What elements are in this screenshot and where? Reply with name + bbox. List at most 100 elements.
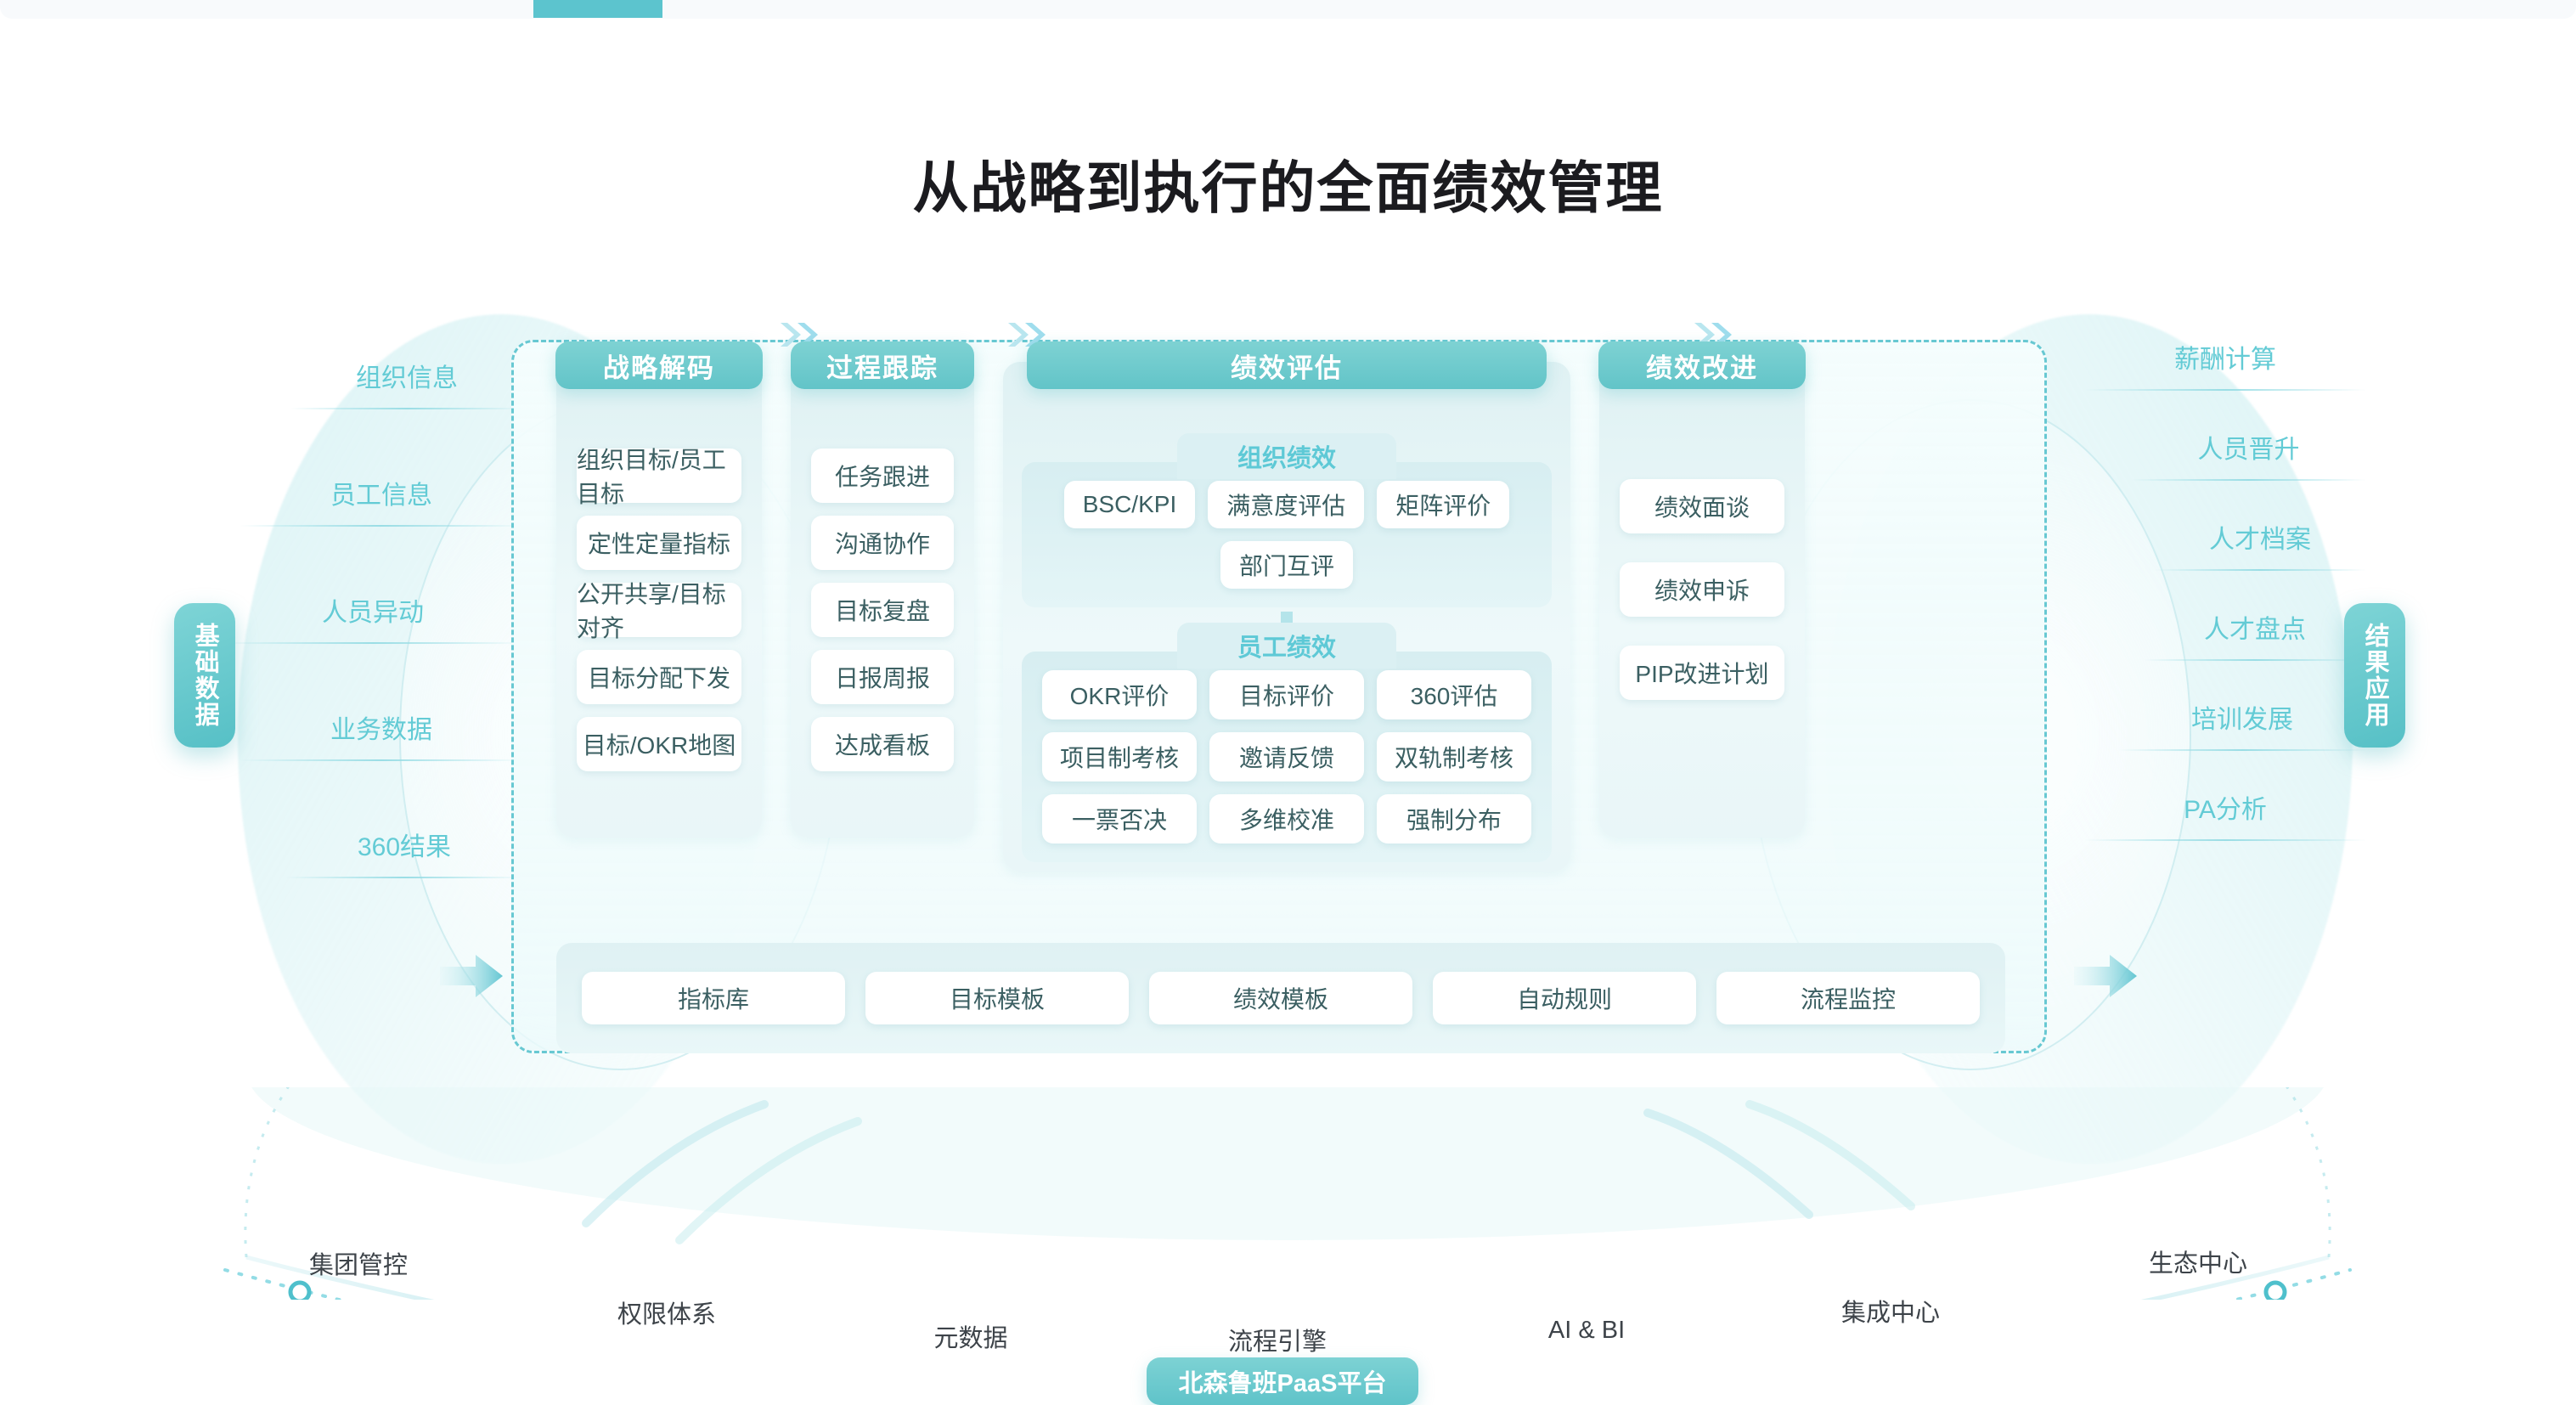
feature-chip[interactable]: 公开共享/目标对齐 xyxy=(577,581,741,641)
tool-chip[interactable]: 流程监控 xyxy=(1716,972,1980,1024)
feature-chip[interactable]: 目标评价 xyxy=(1209,670,1364,719)
underline-divider xyxy=(2144,659,2366,661)
list-item[interactable]: 人员晋升 xyxy=(2119,428,2378,494)
paas-platform-badge[interactable]: 北森鲁班PaaS平台 xyxy=(1147,1357,1418,1405)
feature-chip[interactable]: 部门互评 xyxy=(1220,541,1353,589)
arc-node-label[interactable]: 生态中心 xyxy=(2148,1250,2248,1278)
feature-chip[interactable]: 项目制考核 xyxy=(1042,732,1197,781)
active-tab-indicator[interactable] xyxy=(533,0,662,18)
top-strip xyxy=(0,0,2576,19)
subsection-title: 组织绩效 xyxy=(1177,433,1396,479)
column-title: 过程跟踪 xyxy=(791,341,974,389)
arc-node-label[interactable]: 权限体系 xyxy=(617,1301,717,1329)
list-item[interactable]: 薪酬计算 xyxy=(2072,338,2378,404)
column-chip-list: 组织目标/员工目标 定性定量指标 公开共享/目标对齐 目标分配下发 目标/OKR… xyxy=(556,415,762,771)
underline-divider xyxy=(223,642,523,644)
arc-node-label[interactable]: 流程引擎 xyxy=(1227,1329,1327,1356)
result-application-badge[interactable]: 结果应用 xyxy=(2344,603,2405,748)
tool-chip[interactable]: 自动规则 xyxy=(1433,972,1696,1024)
side-item-label: 人才盘点 xyxy=(2204,616,2306,644)
list-item[interactable]: 360结果 xyxy=(273,826,535,892)
side-item-label: 人员异动 xyxy=(322,599,424,627)
underline-divider xyxy=(2131,479,2366,481)
side-item-label: 培训发展 xyxy=(2191,706,2293,734)
column-process-tracking: 过程跟踪 任务跟进 沟通协作 目标复盘 日报周报 达成看板 xyxy=(791,341,974,838)
column-strategy-decoding: 战略解码 组织目标/员工目标 定性定量指标 公开共享/目标对齐 目标分配下发 目… xyxy=(555,341,763,838)
column-title: 绩效评估 xyxy=(1027,341,1547,389)
arc-node-label[interactable]: 元数据 xyxy=(933,1325,1008,1352)
column-chip-list: 任务跟进 沟通协作 目标复盘 日报周报 达成看板 xyxy=(791,415,974,771)
feature-chip[interactable]: 绩效申诉 xyxy=(1620,562,1784,617)
list-item[interactable]: 业务数据 xyxy=(228,708,535,775)
feature-chip[interactable]: 矩阵评价 xyxy=(1377,481,1510,528)
feature-chip[interactable]: 目标/OKR地图 xyxy=(577,717,741,771)
side-item-label: 业务数据 xyxy=(330,716,432,744)
feature-chip[interactable]: PIP改进计划 xyxy=(1620,646,1784,700)
subsection-employee-performance: 员工绩效 OKR评价 目标评价 360评估 项目制考核 邀请反馈 双轨制考核 一… xyxy=(1022,623,1552,862)
side-item-label: 人才档案 xyxy=(2209,526,2311,554)
side-item-label: 薪酬计算 xyxy=(2174,346,2276,374)
column-performance-evaluation: 绩效评估 组织绩效 BSC/KPI 满意度评估 矩阵评价 部门互评 员工绩效 O… xyxy=(1003,341,1570,872)
base-data-list: 组织信息 员工信息 人员异动 业务数据 360结果 xyxy=(223,357,535,943)
subsection-organization-performance: 组织绩效 BSC/KPI 满意度评估 矩阵评价 部门互评 xyxy=(1022,433,1552,607)
feature-chip[interactable]: 定性定量指标 xyxy=(577,516,741,570)
feature-chip[interactable]: 双轨制考核 xyxy=(1377,732,1531,781)
column-title: 绩效改进 xyxy=(1598,341,1806,389)
side-item-label: 组织信息 xyxy=(356,364,458,392)
list-item[interactable]: 人才盘点 xyxy=(2132,608,2378,674)
feature-chip[interactable]: 目标分配下发 xyxy=(577,650,741,704)
underline-divider xyxy=(2118,749,2366,751)
column-performance-improvement: 绩效改进 绩效面谈 绩效申诉 PIP改进计划 xyxy=(1598,341,1806,838)
base-data-badge[interactable]: 基础数据 xyxy=(174,603,235,748)
arrow-right-icon xyxy=(2074,955,2137,997)
underline-divider xyxy=(2084,389,2366,391)
underline-divider xyxy=(285,877,523,878)
side-item-label: 员工信息 xyxy=(330,482,432,510)
feature-chip[interactable]: 目标复盘 xyxy=(811,583,954,637)
side-item-label: 人员晋升 xyxy=(2197,436,2300,464)
list-item[interactable]: 人员异动 xyxy=(211,591,535,657)
arrow-right-icon xyxy=(440,955,503,997)
feature-chip[interactable]: 沟通协作 xyxy=(811,516,954,570)
list-item[interactable]: 人才档案 xyxy=(2142,518,2378,584)
feature-chip[interactable]: 360评估 xyxy=(1377,670,1531,719)
feature-chip[interactable]: 一票否决 xyxy=(1042,794,1197,844)
feature-chip[interactable]: 任务跟进 xyxy=(811,449,954,503)
list-item[interactable]: 培训发展 xyxy=(2106,698,2378,765)
feature-chip[interactable]: 日报周报 xyxy=(811,650,954,704)
platform-tools-bar: 指标库 目标模板 绩效模板 自动规则 流程监控 xyxy=(556,943,2005,1053)
list-item[interactable]: 员工信息 xyxy=(228,474,535,540)
underline-divider xyxy=(2084,839,2366,841)
feature-chip[interactable]: 邀请反馈 xyxy=(1209,732,1364,781)
tool-chip[interactable]: 绩效模板 xyxy=(1149,972,1412,1024)
column-chip-list: 绩效面谈 绩效申诉 PIP改进计划 xyxy=(1599,415,1805,700)
list-item[interactable]: PA分析 xyxy=(2072,788,2378,855)
arc-node-label[interactable]: 集成中心 xyxy=(1840,1300,1941,1327)
underline-divider xyxy=(240,525,523,527)
result-application-list: 薪酬计算 人员晋升 人才档案 人才盘点 培训发展 PA分析 xyxy=(2084,338,2378,878)
subsection-chip-grid: BSC/KPI 满意度评估 矩阵评价 部门互评 xyxy=(1037,481,1536,589)
arc-node-label[interactable]: 集团管控 xyxy=(308,1252,409,1279)
feature-chip[interactable]: 强制分布 xyxy=(1377,794,1531,844)
side-item-label: PA分析 xyxy=(2184,796,2267,824)
tool-chip[interactable]: 指标库 xyxy=(582,972,845,1024)
diagram-stage: 组织信息 员工信息 人员异动 业务数据 360结果 基础数据 xyxy=(0,289,2576,1405)
list-item[interactable]: 组织信息 xyxy=(279,357,535,423)
feature-chip[interactable]: 多维校准 xyxy=(1209,794,1364,844)
paas-platform-arc: 北森鲁班PaaS平台 集团管控 权限体系 元数据 流程引擎 AI & BI 集成… xyxy=(0,1087,2576,1405)
feature-chip[interactable]: 组织目标/员工目标 xyxy=(577,447,741,507)
side-item-label: 360结果 xyxy=(357,833,452,861)
arc-node-label[interactable]: AI & BI xyxy=(1547,1317,1626,1344)
underline-divider xyxy=(2154,569,2366,571)
page-title: 从战略到执行的全面绩效管理 xyxy=(912,156,1664,219)
feature-chip[interactable]: BSC/KPI xyxy=(1063,481,1196,528)
tool-chip[interactable]: 目标模板 xyxy=(865,972,1129,1024)
subsection-title: 员工绩效 xyxy=(1177,623,1396,669)
stage-columns: 战略解码 组织目标/员工目标 定性定量指标 公开共享/目标对齐 目标分配下发 目… xyxy=(555,341,2005,914)
underline-divider xyxy=(290,408,523,409)
feature-chip[interactable]: OKR评价 xyxy=(1042,670,1197,719)
feature-chip[interactable]: 达成看板 xyxy=(811,717,954,771)
feature-chip[interactable]: 满意度评估 xyxy=(1208,481,1365,528)
underline-divider xyxy=(240,759,523,761)
feature-chip[interactable]: 绩效面谈 xyxy=(1620,479,1784,533)
